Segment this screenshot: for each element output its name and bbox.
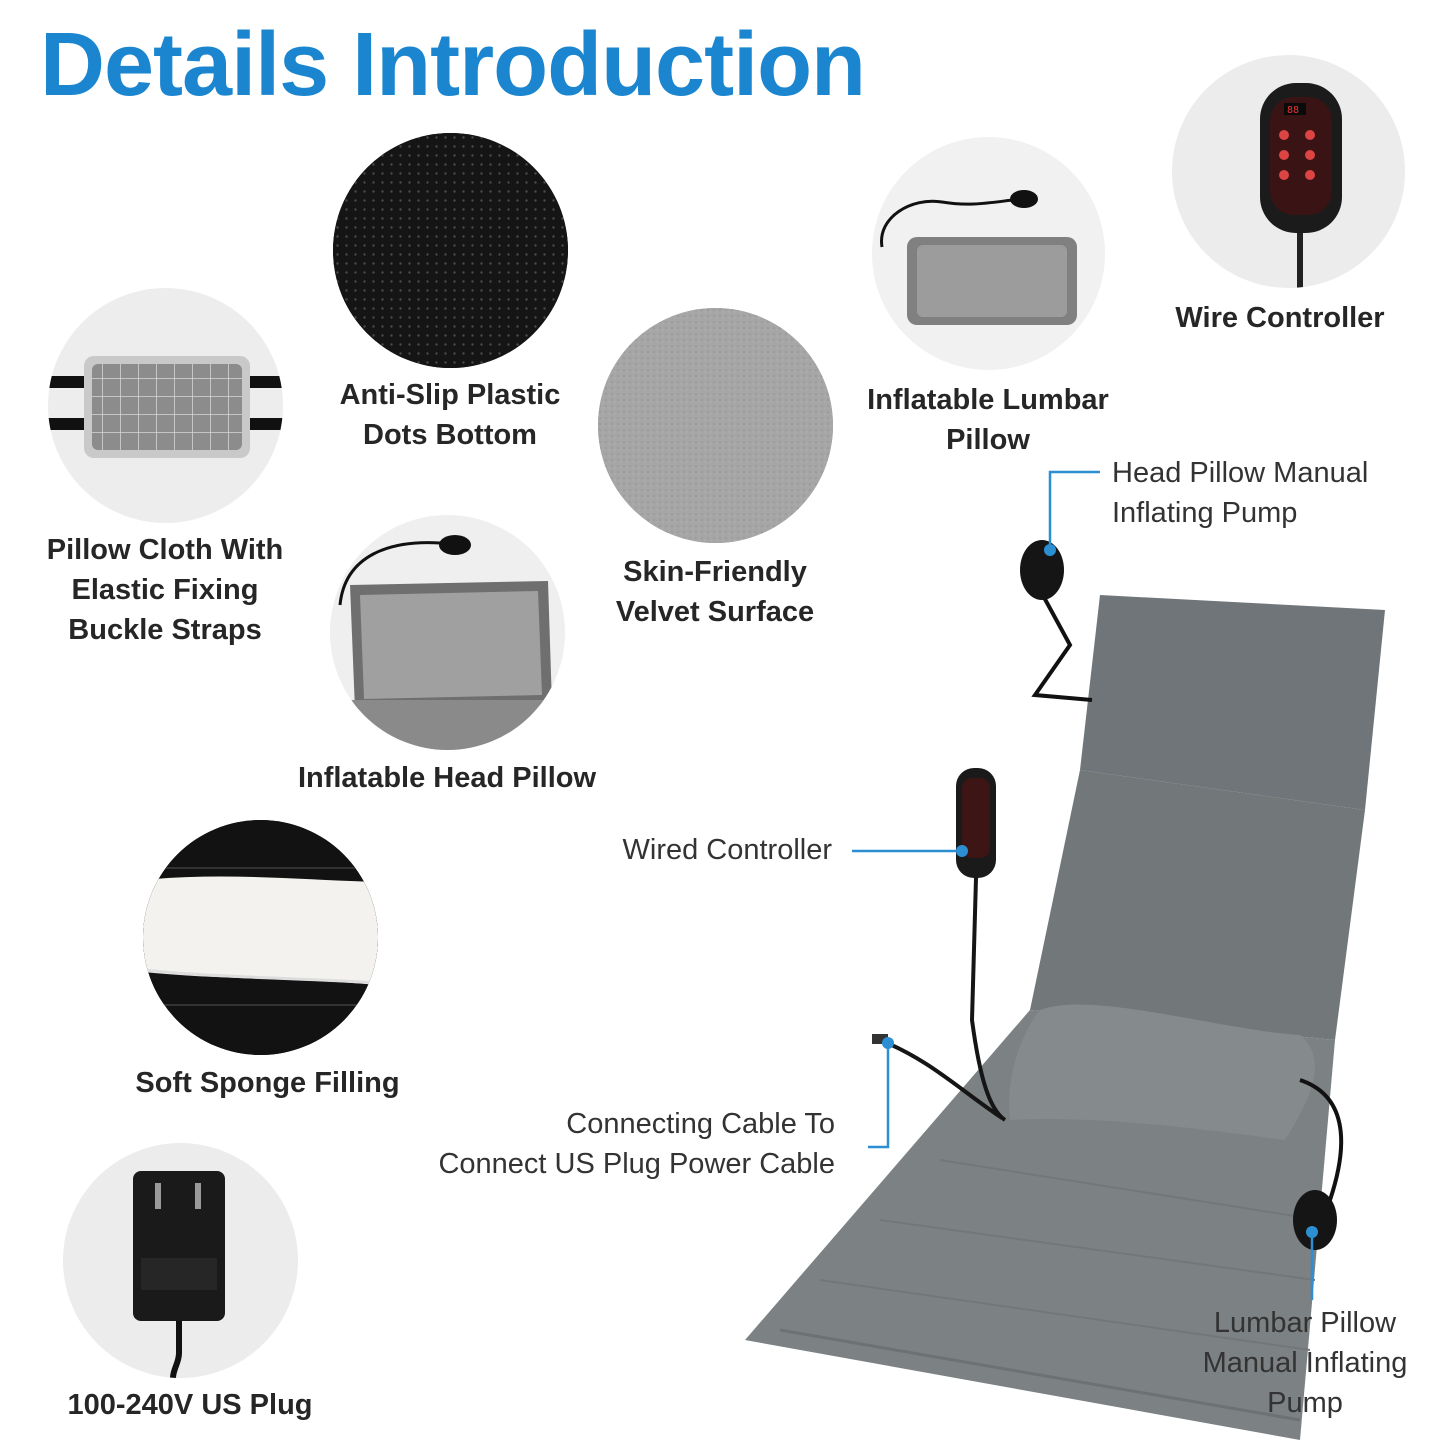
pillow-cloth-label: Pillow Cloth With Elastic Fixing Buckle …: [46, 534, 284, 646]
velvet-surface-image: [598, 308, 833, 543]
page-title: Details Introduction: [40, 15, 866, 115]
head-pump-callout: Head Pillow Manual Inflating Pump: [1112, 457, 1369, 529]
lumbar-pillow-image: [872, 137, 1105, 370]
lumbar-pump-callout: Lumbar Pillow Manual Inflating Pump: [1202, 1307, 1408, 1419]
us-plug-image: [63, 1143, 298, 1378]
head-pillow-label: Inflatable Head Pillow: [297, 762, 597, 794]
head-pillow-image: [330, 515, 565, 750]
us-plug-label: 100-240V US Plug: [67, 1389, 313, 1421]
wire-controller-image: 88: [1172, 55, 1405, 288]
wire-controller-label: Wire Controller: [1175, 302, 1385, 334]
connecting-cable-callout: Connecting Cable To Connect US Plug Powe…: [438, 1108, 835, 1180]
velvet-label: Skin-Friendly Velvet Surface: [615, 556, 815, 628]
sponge-label: Soft Sponge Filling: [135, 1067, 400, 1099]
wired-controller-callout: Wired Controller: [622, 834, 833, 866]
massage-mat-image: [745, 540, 1385, 1440]
pillow-cloth-image: [48, 288, 283, 523]
anti-slip-bottom-image: [333, 133, 568, 368]
lumbar-pillow-label: Inflatable Lumbar Pillow: [867, 384, 1109, 456]
svg-text:88: 88: [1287, 105, 1299, 116]
sponge-filling-image: [143, 820, 378, 1055]
anti-slip-label: Anti-Slip Plastic Dots Bottom: [339, 379, 561, 451]
